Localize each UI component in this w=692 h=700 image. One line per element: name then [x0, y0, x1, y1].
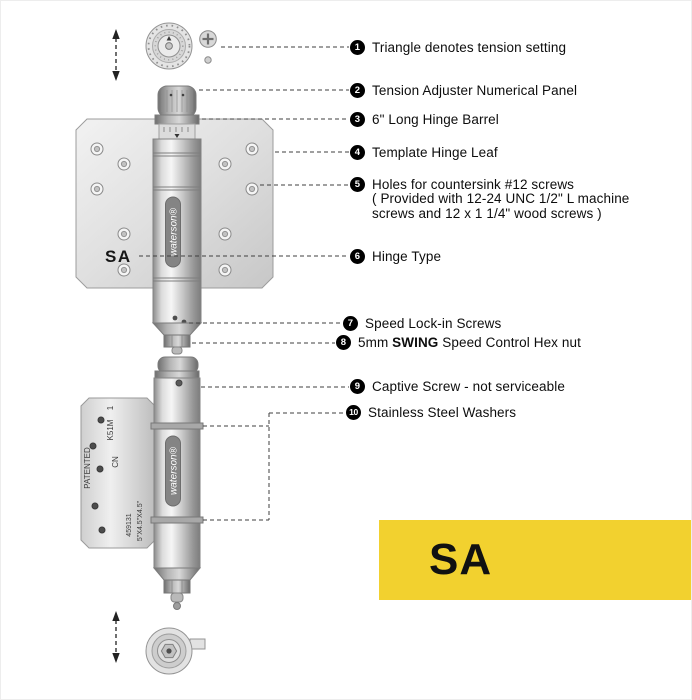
stainless-washer-lower	[150, 516, 204, 524]
callout-8-label: 5mm SWING Speed Control Hex nut	[358, 335, 581, 350]
waterson-logo-top: waterson®	[165, 196, 181, 268]
callout-1-label: Triangle denotes tension setting	[372, 40, 567, 55]
leaf-stampings: 1 K51M CN PATENTED 459131 5"X4.5"X4.5"	[83, 405, 144, 541]
callout-3: 3 6" Long Hinge Barrel	[350, 112, 499, 127]
stamp-cn: CN	[111, 456, 120, 468]
callout-7-label: Speed Lock-in Screws	[365, 316, 502, 331]
hinge-bottom-view-dial	[145, 627, 206, 675]
callout-5: 5 Holes for countersink #12 screws ( Pro…	[350, 177, 644, 221]
stainless-washer-upper	[150, 422, 204, 430]
callout-1-number: 1	[350, 40, 365, 55]
callout-2-number: 2	[350, 83, 365, 98]
stamp-patented: PATENTED	[83, 447, 92, 489]
speed-control-hex-nut	[163, 334, 191, 348]
callout-5-number: 5	[350, 177, 365, 192]
captive-screw	[175, 379, 183, 387]
callout-9: 9 Captive Screw - not serviceable	[350, 379, 565, 394]
adjuster-screw-icon	[199, 30, 217, 64]
brand-text-top: waterson®	[169, 207, 180, 256]
callout-4-label: Template Hinge Leaf	[372, 145, 498, 160]
callout-9-number: 9	[350, 379, 365, 394]
hinge-barrel-top	[151, 85, 203, 355]
model-badge: SA	[379, 520, 691, 600]
callout-3-label: 6" Long Hinge Barrel	[372, 112, 499, 127]
hinge-top-assembly: waterson® SA	[75, 85, 274, 355]
callout-5-label: Holes for countersink #12 screws	[372, 177, 575, 192]
waterson-logo-bottom: waterson®	[165, 435, 181, 507]
callout-6: 6 Hinge Type	[350, 249, 441, 264]
callout-10: 10 Stainless Steel Washers	[346, 405, 516, 420]
vertical-motion-arrow-bottom	[112, 611, 120, 663]
callout-5-sublabel: ( Provided with 12-24 UNC 1/2" L machine…	[372, 191, 630, 221]
speed-lock-screw	[172, 315, 178, 321]
hinge-type-stamp: SA	[105, 247, 132, 266]
callout-2: 2 Tension Adjuster Numerical Panel	[350, 83, 577, 98]
callout-3-number: 3	[350, 112, 365, 127]
callout-4-number: 4	[350, 145, 365, 160]
callout-10-label: Stainless Steel Washers	[368, 405, 517, 420]
stamp-serial: 459131	[126, 513, 133, 536]
callout-8-number: 8	[336, 335, 351, 350]
callout-8: 8 5mm SWING Speed Control Hex nut	[336, 335, 581, 350]
callout-4: 4 Template Hinge Leaf	[350, 145, 498, 160]
hinge-bottom-assembly: 1 K51M CN PATENTED 459131 5"X4.5"X4.5"	[80, 356, 204, 610]
stamp-model: K51M	[106, 419, 115, 440]
vertical-motion-arrow-top	[112, 29, 120, 81]
tension-triangle-marker	[166, 36, 172, 41]
callout-8-bold: SWING	[392, 335, 439, 350]
callout-5-text: Holes for countersink #12 screws ( Provi…	[372, 177, 644, 221]
callout-8-prefix: 5mm	[358, 335, 393, 350]
model-badge-text: SA	[429, 535, 493, 584]
countersink-holes	[90, 142, 259, 277]
stamp-size: 5"X4.5"X4.5"	[137, 500, 144, 541]
callout-8-suffix: Speed Control Hex nut	[438, 335, 581, 350]
callout-1: 1 Triangle denotes tension setting	[350, 40, 566, 55]
callout-2-label: Tension Adjuster Numerical Panel	[372, 83, 578, 98]
callout-10-number: 10	[346, 405, 361, 420]
brand-text-bottom: waterson®	[169, 446, 180, 495]
tension-dial-top-view	[145, 22, 193, 70]
hinge-leaf-bottom	[80, 397, 156, 549]
callout-7-number: 7	[343, 316, 358, 331]
callout-6-label: Hinge Type	[372, 249, 442, 264]
leaf-screw-heads	[89, 416, 106, 534]
callout-6-number: 6	[350, 249, 365, 264]
callout-9-label: Captive Screw - not serviceable	[372, 379, 565, 394]
callout-7: 7 Speed Lock-in Screws	[343, 316, 501, 331]
callout-leader-lines	[139, 46, 349, 521]
stamp-one: 1	[106, 405, 115, 410]
